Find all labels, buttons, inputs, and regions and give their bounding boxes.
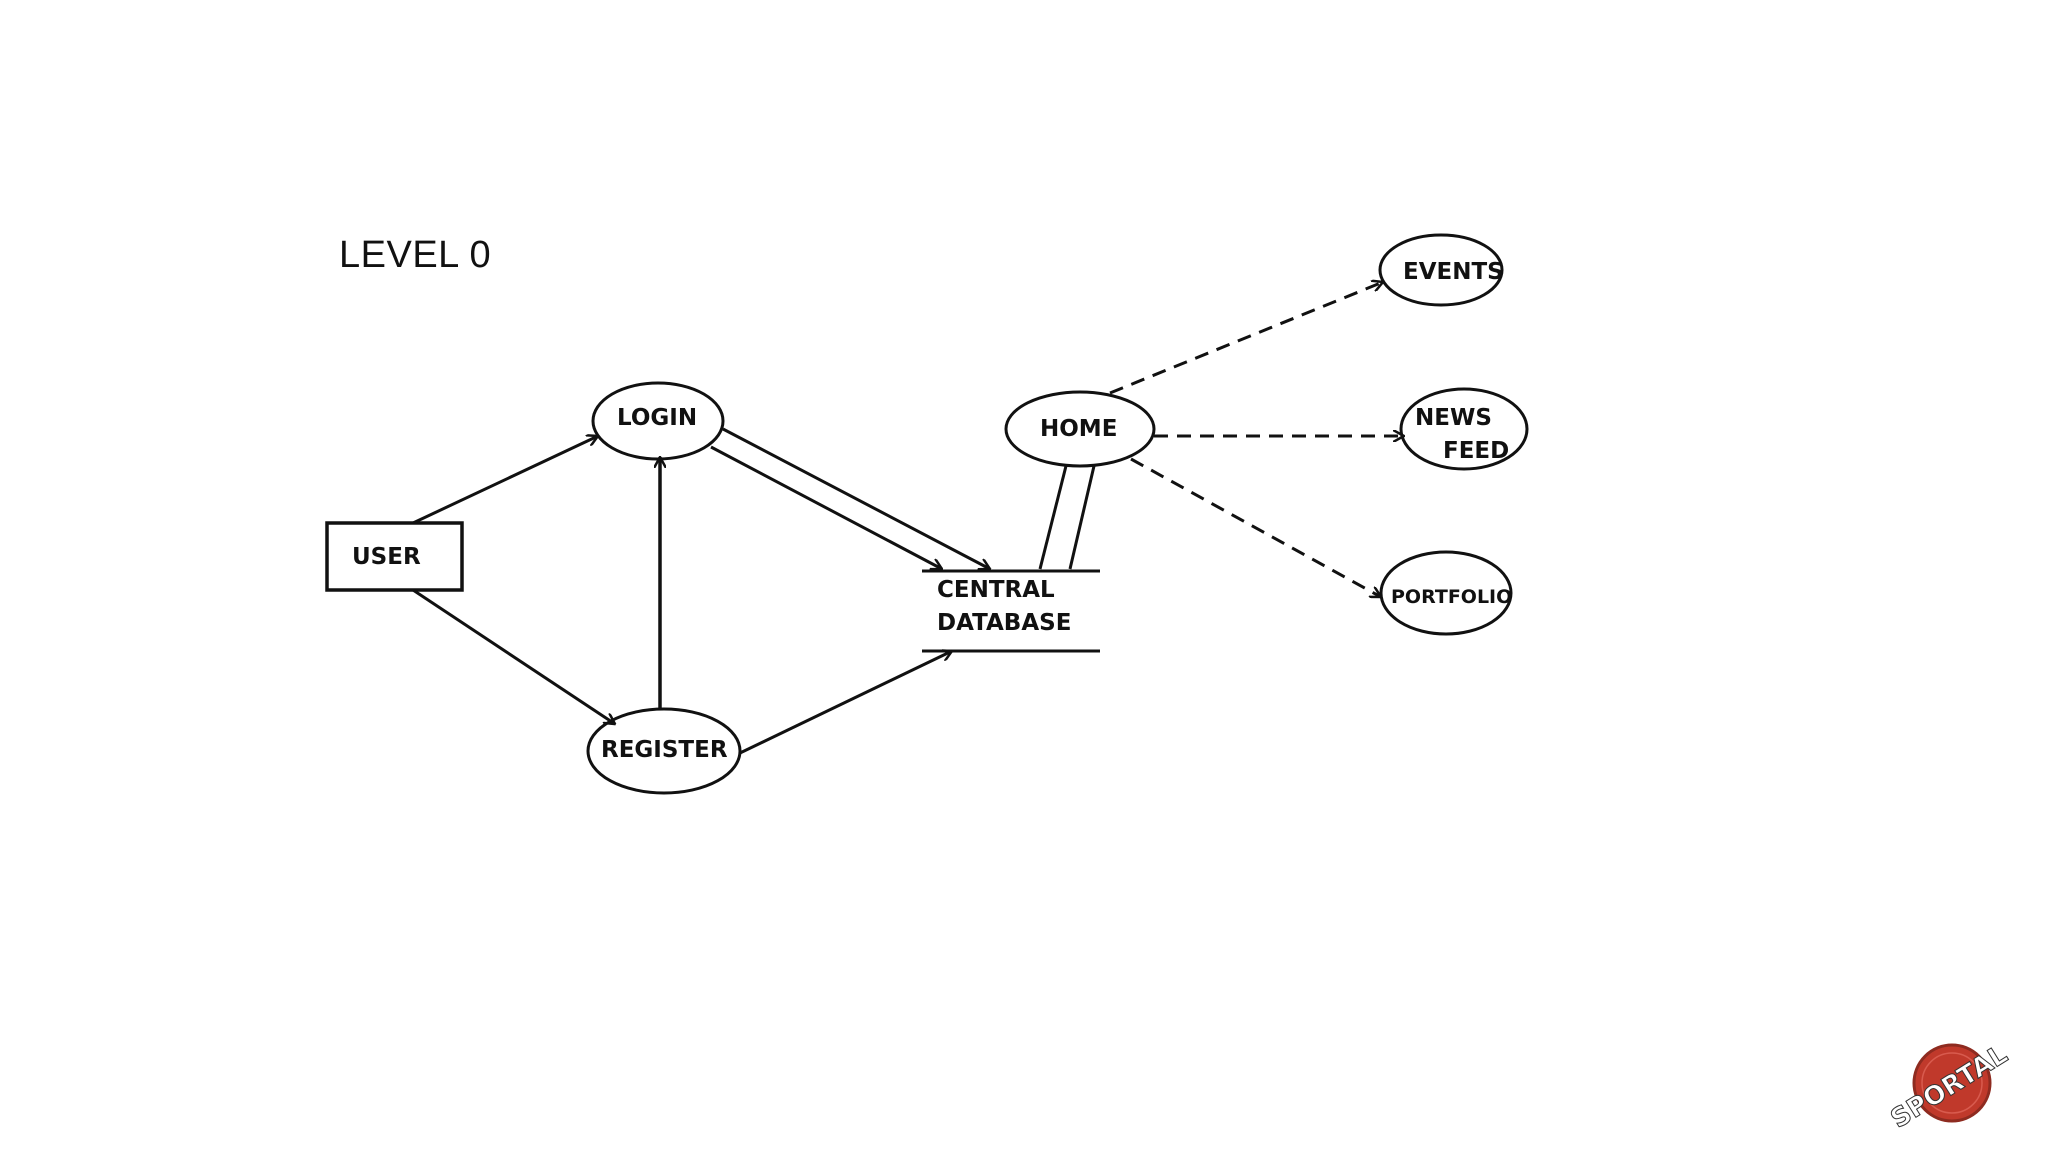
events-label: EVENTS	[1403, 259, 1504, 285]
news-feed-label-2: FEED	[1443, 438, 1509, 464]
flow-database-to-home-1	[1038, 465, 1068, 570]
portfolio-process: PORTFOLIO	[1379, 550, 1513, 636]
home-label: HOME	[1040, 416, 1117, 442]
flow-register-to-database	[739, 651, 952, 755]
flow-database-to-home-2	[1068, 465, 1096, 570]
user-entity: USER	[325, 521, 464, 592]
user-label: USER	[352, 544, 421, 570]
events-process: EVENTS	[1378, 233, 1504, 307]
home-process: HOME	[1004, 390, 1156, 468]
news-feed-label-1: NEWS	[1415, 405, 1492, 431]
flow-login-to-database-1	[722, 427, 990, 569]
central-database-label-2: DATABASE	[937, 610, 1071, 636]
login-label: LOGIN	[617, 405, 697, 431]
level-title: LEVEL 0	[339, 234, 492, 276]
news-feed-process: NEWS FEED	[1399, 387, 1529, 471]
flow-home-to-portfolio	[1130, 457, 1381, 599]
flow-user-to-register	[412, 588, 615, 724]
flow-login-to-database-2	[710, 445, 942, 569]
central-database-store: CENTRAL DATABASE	[922, 569, 1100, 653]
flow-home-to-events	[1109, 282, 1383, 395]
register-process: REGISTER	[586, 707, 742, 795]
flow-user-to-login	[412, 436, 598, 525]
register-label: REGISTER	[601, 737, 728, 763]
sportal-logo: SPORTAL	[1885, 1039, 2013, 1135]
central-database-label-1: CENTRAL	[937, 577, 1055, 603]
login-process: LOGIN	[591, 381, 725, 461]
portfolio-label: PORTFOLIO	[1391, 586, 1512, 608]
